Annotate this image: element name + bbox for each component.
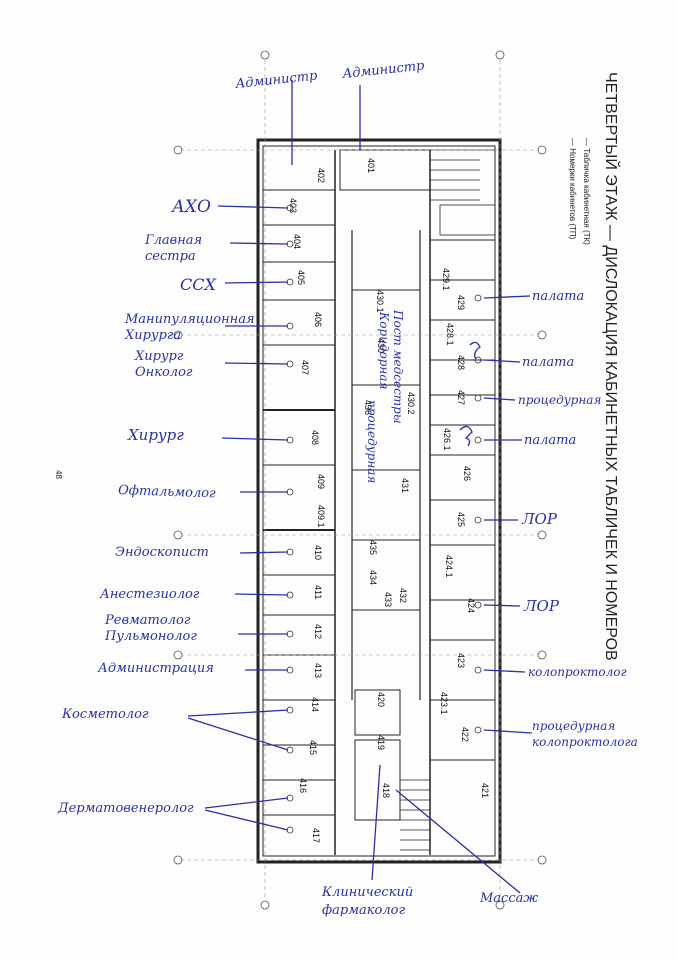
label-proc-kolo-2: колопроктолога bbox=[532, 735, 638, 749]
label-koloproktolog: колопроктолог bbox=[528, 665, 627, 679]
room-423-1: 423.1 bbox=[439, 692, 449, 715]
room-419: 419 bbox=[376, 735, 386, 750]
label-ssx: ССХ bbox=[180, 275, 216, 294]
label-corridor-3: процедурная bbox=[365, 400, 379, 483]
room-425: 425 bbox=[456, 512, 466, 527]
inner-wall bbox=[262, 145, 496, 857]
handwritten-labels-left: Администр Администр АХО Главная сестра С… bbox=[57, 58, 538, 918]
label-dermatovenerolog: Дерматовенеролог bbox=[57, 801, 194, 816]
label-kosmetolog: Косметолог bbox=[61, 707, 149, 722]
room-423: 423 bbox=[456, 653, 466, 668]
label-hirurg-onk-2: Онколог bbox=[135, 365, 193, 380]
label-aho: АХО bbox=[171, 197, 211, 217]
page-number: 48 bbox=[54, 470, 63, 479]
label-oftalmolog: Офтальмолог bbox=[118, 483, 216, 501]
room-402: 402 bbox=[316, 168, 326, 183]
room-429-1: 429.1 bbox=[441, 268, 451, 291]
room-422: 422 bbox=[460, 727, 470, 742]
room-413: 413 bbox=[313, 663, 323, 678]
room-415: 415 bbox=[308, 740, 318, 755]
label-corridor-1: Коридорная bbox=[377, 311, 391, 389]
label-anesteziolog: Анестезиолог bbox=[99, 587, 200, 602]
label-massazh: Массаж bbox=[479, 891, 538, 906]
page-title: ЧЕТВЕРТЫЙ ЭТАЖ — ДИСЛОКАЦИЯ КАБИНЕТНЫХ Т… bbox=[602, 72, 621, 661]
room-436: 436 bbox=[363, 400, 373, 415]
room-429: 429 bbox=[456, 295, 466, 310]
room-401: 401 bbox=[366, 158, 376, 173]
room-numbers: 402 401 403 404 405 406 407 408 409 409.… bbox=[288, 158, 490, 843]
room-406: 406 bbox=[313, 312, 323, 327]
handwritten-labels-right: палата палата процедурная палата ЛОР ЛОР… bbox=[518, 289, 638, 749]
room-416: 416 bbox=[298, 778, 308, 793]
room-426-1: 426.1 bbox=[442, 428, 452, 451]
room-431: 431 bbox=[400, 478, 410, 493]
room-417: 417 bbox=[311, 828, 321, 843]
room-430: 430 bbox=[376, 338, 386, 353]
grid-axes bbox=[180, 60, 540, 900]
room-434: 434 bbox=[368, 570, 378, 585]
label-administraciya: Администрация bbox=[97, 661, 214, 676]
room-424-1: 424.1 bbox=[444, 555, 454, 578]
label-proc-kolo-1: процедурная bbox=[532, 719, 615, 733]
label-lor-1: ЛОР bbox=[521, 510, 558, 528]
top-block bbox=[339, 149, 431, 191]
label-manip-1: Манипуляционная bbox=[124, 312, 255, 327]
label-hirurg: Хирург bbox=[127, 426, 184, 444]
room-432: 432 bbox=[398, 588, 408, 603]
label-glavnaya-1: Главная bbox=[144, 233, 202, 248]
room-410: 410 bbox=[313, 545, 323, 560]
label-glavnaya-2: сестра bbox=[145, 249, 196, 264]
label-administr-1: Администр bbox=[234, 68, 319, 92]
room-408: 408 bbox=[310, 430, 320, 445]
legend-item-1: — Табличка кабинетная (ТК) bbox=[582, 138, 591, 245]
legend-item-2: — Номерки кабинетов (ТП) bbox=[568, 138, 577, 240]
room-424: 424 bbox=[466, 598, 476, 613]
room-427: 427 bbox=[456, 390, 466, 405]
label-palata-3: палата bbox=[524, 433, 576, 448]
grid-markers bbox=[173, 50, 547, 910]
label-klin-2: фармаколог bbox=[322, 903, 405, 918]
label-palata-2: палата bbox=[522, 355, 574, 370]
annotation-leaders bbox=[187, 80, 533, 894]
label-pulmonolog: Пульмонолог bbox=[104, 629, 197, 644]
label-hirurg-onk-1: Хирург bbox=[134, 349, 184, 364]
room-414: 414 bbox=[310, 697, 320, 712]
room-407: 407 bbox=[300, 360, 310, 375]
label-lor-2: ЛОР bbox=[523, 597, 560, 615]
room-430-1: 430.1 bbox=[375, 290, 385, 313]
handwritten-labels-corridor: Коридорная Пост медсестры процедурная bbox=[365, 309, 405, 483]
room-412: 412 bbox=[313, 624, 323, 639]
label-administr-2: Администр bbox=[341, 58, 426, 82]
label-palata-1: палата bbox=[532, 289, 584, 304]
room-405: 405 bbox=[296, 270, 306, 285]
room-403: 403 bbox=[288, 198, 298, 213]
stairs-top bbox=[430, 149, 496, 236]
label-klin-1: Клинический bbox=[321, 885, 413, 900]
label-revmatolog: Ревматолог bbox=[104, 613, 191, 628]
room-411: 411 bbox=[313, 585, 323, 599]
room-404: 404 bbox=[292, 234, 302, 249]
legend: — Табличка кабинетная (ТК) — Номерки каб… bbox=[568, 138, 591, 245]
room-418: 418 bbox=[381, 783, 391, 798]
label-procedurnaya: процедурная bbox=[518, 393, 601, 407]
room-409: 409 bbox=[316, 474, 326, 489]
room-433: 433 bbox=[383, 592, 393, 607]
room-420: 420 bbox=[376, 692, 386, 707]
label-manip-2: Хирурга bbox=[124, 328, 181, 343]
room-435: 435 bbox=[368, 540, 378, 555]
building-walls bbox=[256, 138, 502, 864]
stairs-bottom bbox=[400, 779, 430, 851]
room-426: 426 bbox=[462, 466, 472, 481]
room-428-1: 428.1 bbox=[445, 323, 455, 346]
room-430-2: 430.2 bbox=[406, 392, 416, 415]
room-409-1: 409.1 bbox=[316, 505, 326, 528]
label-endoskopist: Эндоскопист bbox=[115, 545, 209, 560]
room-421: 421 bbox=[480, 783, 490, 798]
label-corridor-2: Пост медсестры bbox=[391, 309, 405, 424]
room-box bbox=[354, 689, 401, 736]
room-428: 428 bbox=[456, 355, 466, 370]
